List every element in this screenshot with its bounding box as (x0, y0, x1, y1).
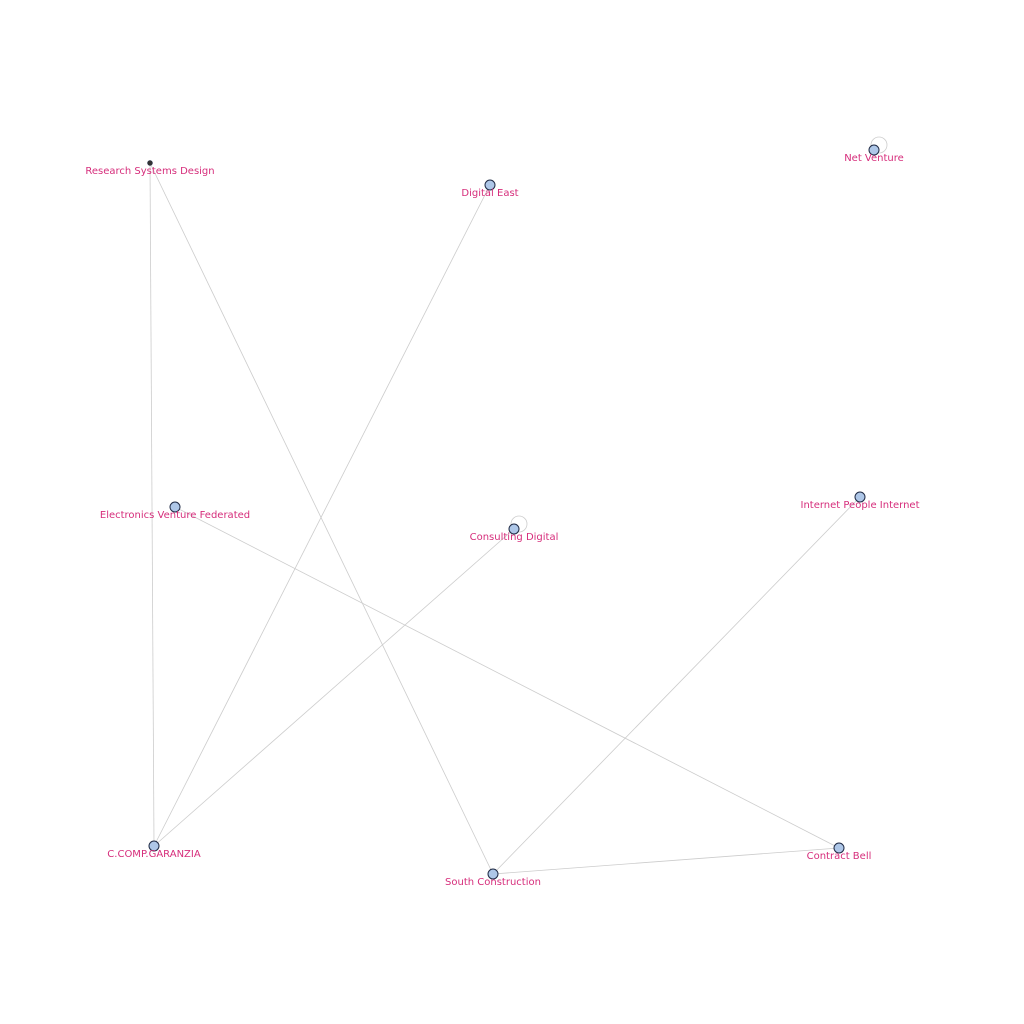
edges-layer (149, 162, 861, 875)
node-south-construction (487, 868, 499, 880)
node-contract-bell (833, 842, 845, 854)
edge-digital-east-to-c-comp-garanzia (153, 184, 491, 847)
node-consulting-digital (508, 523, 520, 535)
edge-consulting-digital-to-c-comp-garanzia (153, 528, 515, 847)
node-label-research-systems-design: Research Systems Design (85, 166, 214, 177)
node-label-digital-east: Digital East (461, 188, 518, 199)
edge-internet-people-internet-to-south-construction (492, 496, 861, 875)
self-loop-net-venture (870, 136, 888, 154)
node-label-south-construction: South Construction (445, 877, 541, 888)
self-loop-consulting-digital (510, 515, 528, 533)
node-label-c-comp-garanzia: C.COMP.GARANZIA (107, 849, 201, 860)
edge-south-construction-to-contract-bell (492, 847, 840, 875)
self-loops-layer (510, 136, 888, 533)
node-internet-people-internet (854, 491, 866, 503)
node-label-electronics-venture-federated: Electronics Venture Federated (100, 510, 250, 521)
node-electronics-venture-federated (169, 501, 181, 513)
nodes-layer (147, 144, 880, 880)
node-label-consulting-digital: Consulting Digital (470, 532, 559, 543)
edge-research-systems-design-to-south-construction (149, 162, 494, 875)
node-digital-east (484, 179, 496, 191)
edge-research-systems-design-to-c-comp-garanzia (149, 162, 155, 847)
node-label-contract-bell: Contract Bell (807, 851, 872, 862)
edge-electronics-venture-federated-to-contract-bell (174, 506, 840, 849)
node-label-internet-people-internet: Internet People Internet (801, 500, 920, 511)
node-research-systems-design (147, 160, 153, 166)
node-net-venture (868, 144, 880, 156)
node-label-net-venture: Net Venture (844, 153, 904, 164)
node-c-comp-garanzia (148, 840, 160, 852)
